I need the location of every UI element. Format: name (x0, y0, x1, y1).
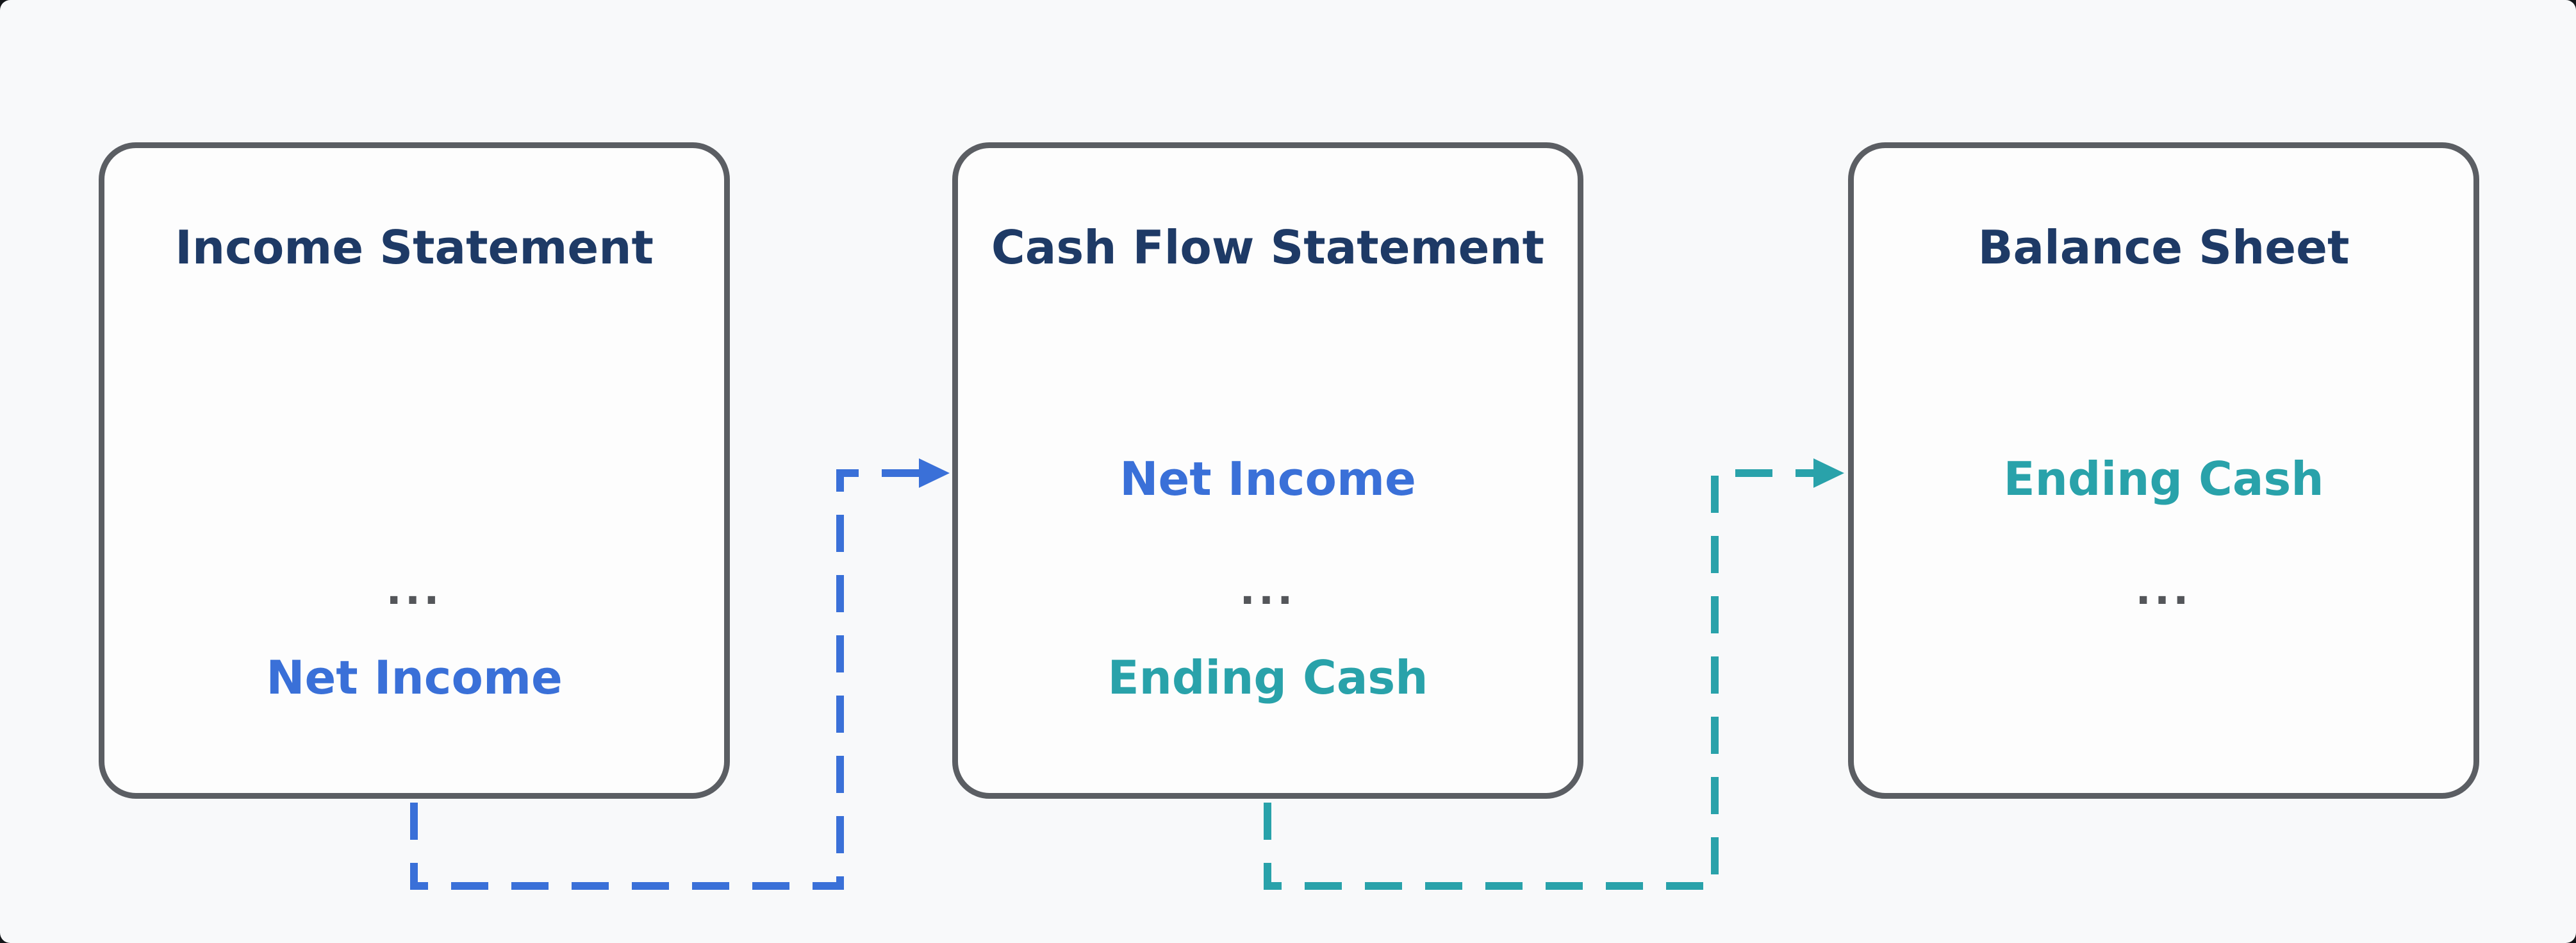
income-statement-title: Income Statement (175, 221, 654, 274)
balance-sheet-ellipsis: ... (2135, 567, 2192, 614)
net-income-arrowhead-icon (919, 458, 950, 488)
balance-sheet-ending-cash-label: Ending Cash (2003, 452, 2324, 506)
income-statement-net-income-label: Net Income (266, 651, 563, 705)
balance-sheet-title: Balance Sheet (1977, 221, 2350, 274)
ending-cash-arrowhead-icon (1813, 458, 1844, 488)
income-statement-box: Income Statement ... Net Income (99, 142, 730, 799)
cash-flow-statement-box: Cash Flow Statement Net Income ... Endin… (952, 142, 1583, 799)
cash-flow-net-income-label: Net Income (1119, 452, 1416, 506)
income-statement-ellipsis: ... (386, 567, 443, 614)
cash-flow-statement-title: Cash Flow Statement (991, 221, 1545, 274)
cash-flow-ellipsis: ... (1239, 567, 1296, 614)
balance-sheet-box: Balance Sheet Ending Cash ... (1848, 142, 2479, 799)
cash-flow-ending-cash-label: Ending Cash (1107, 651, 1428, 705)
